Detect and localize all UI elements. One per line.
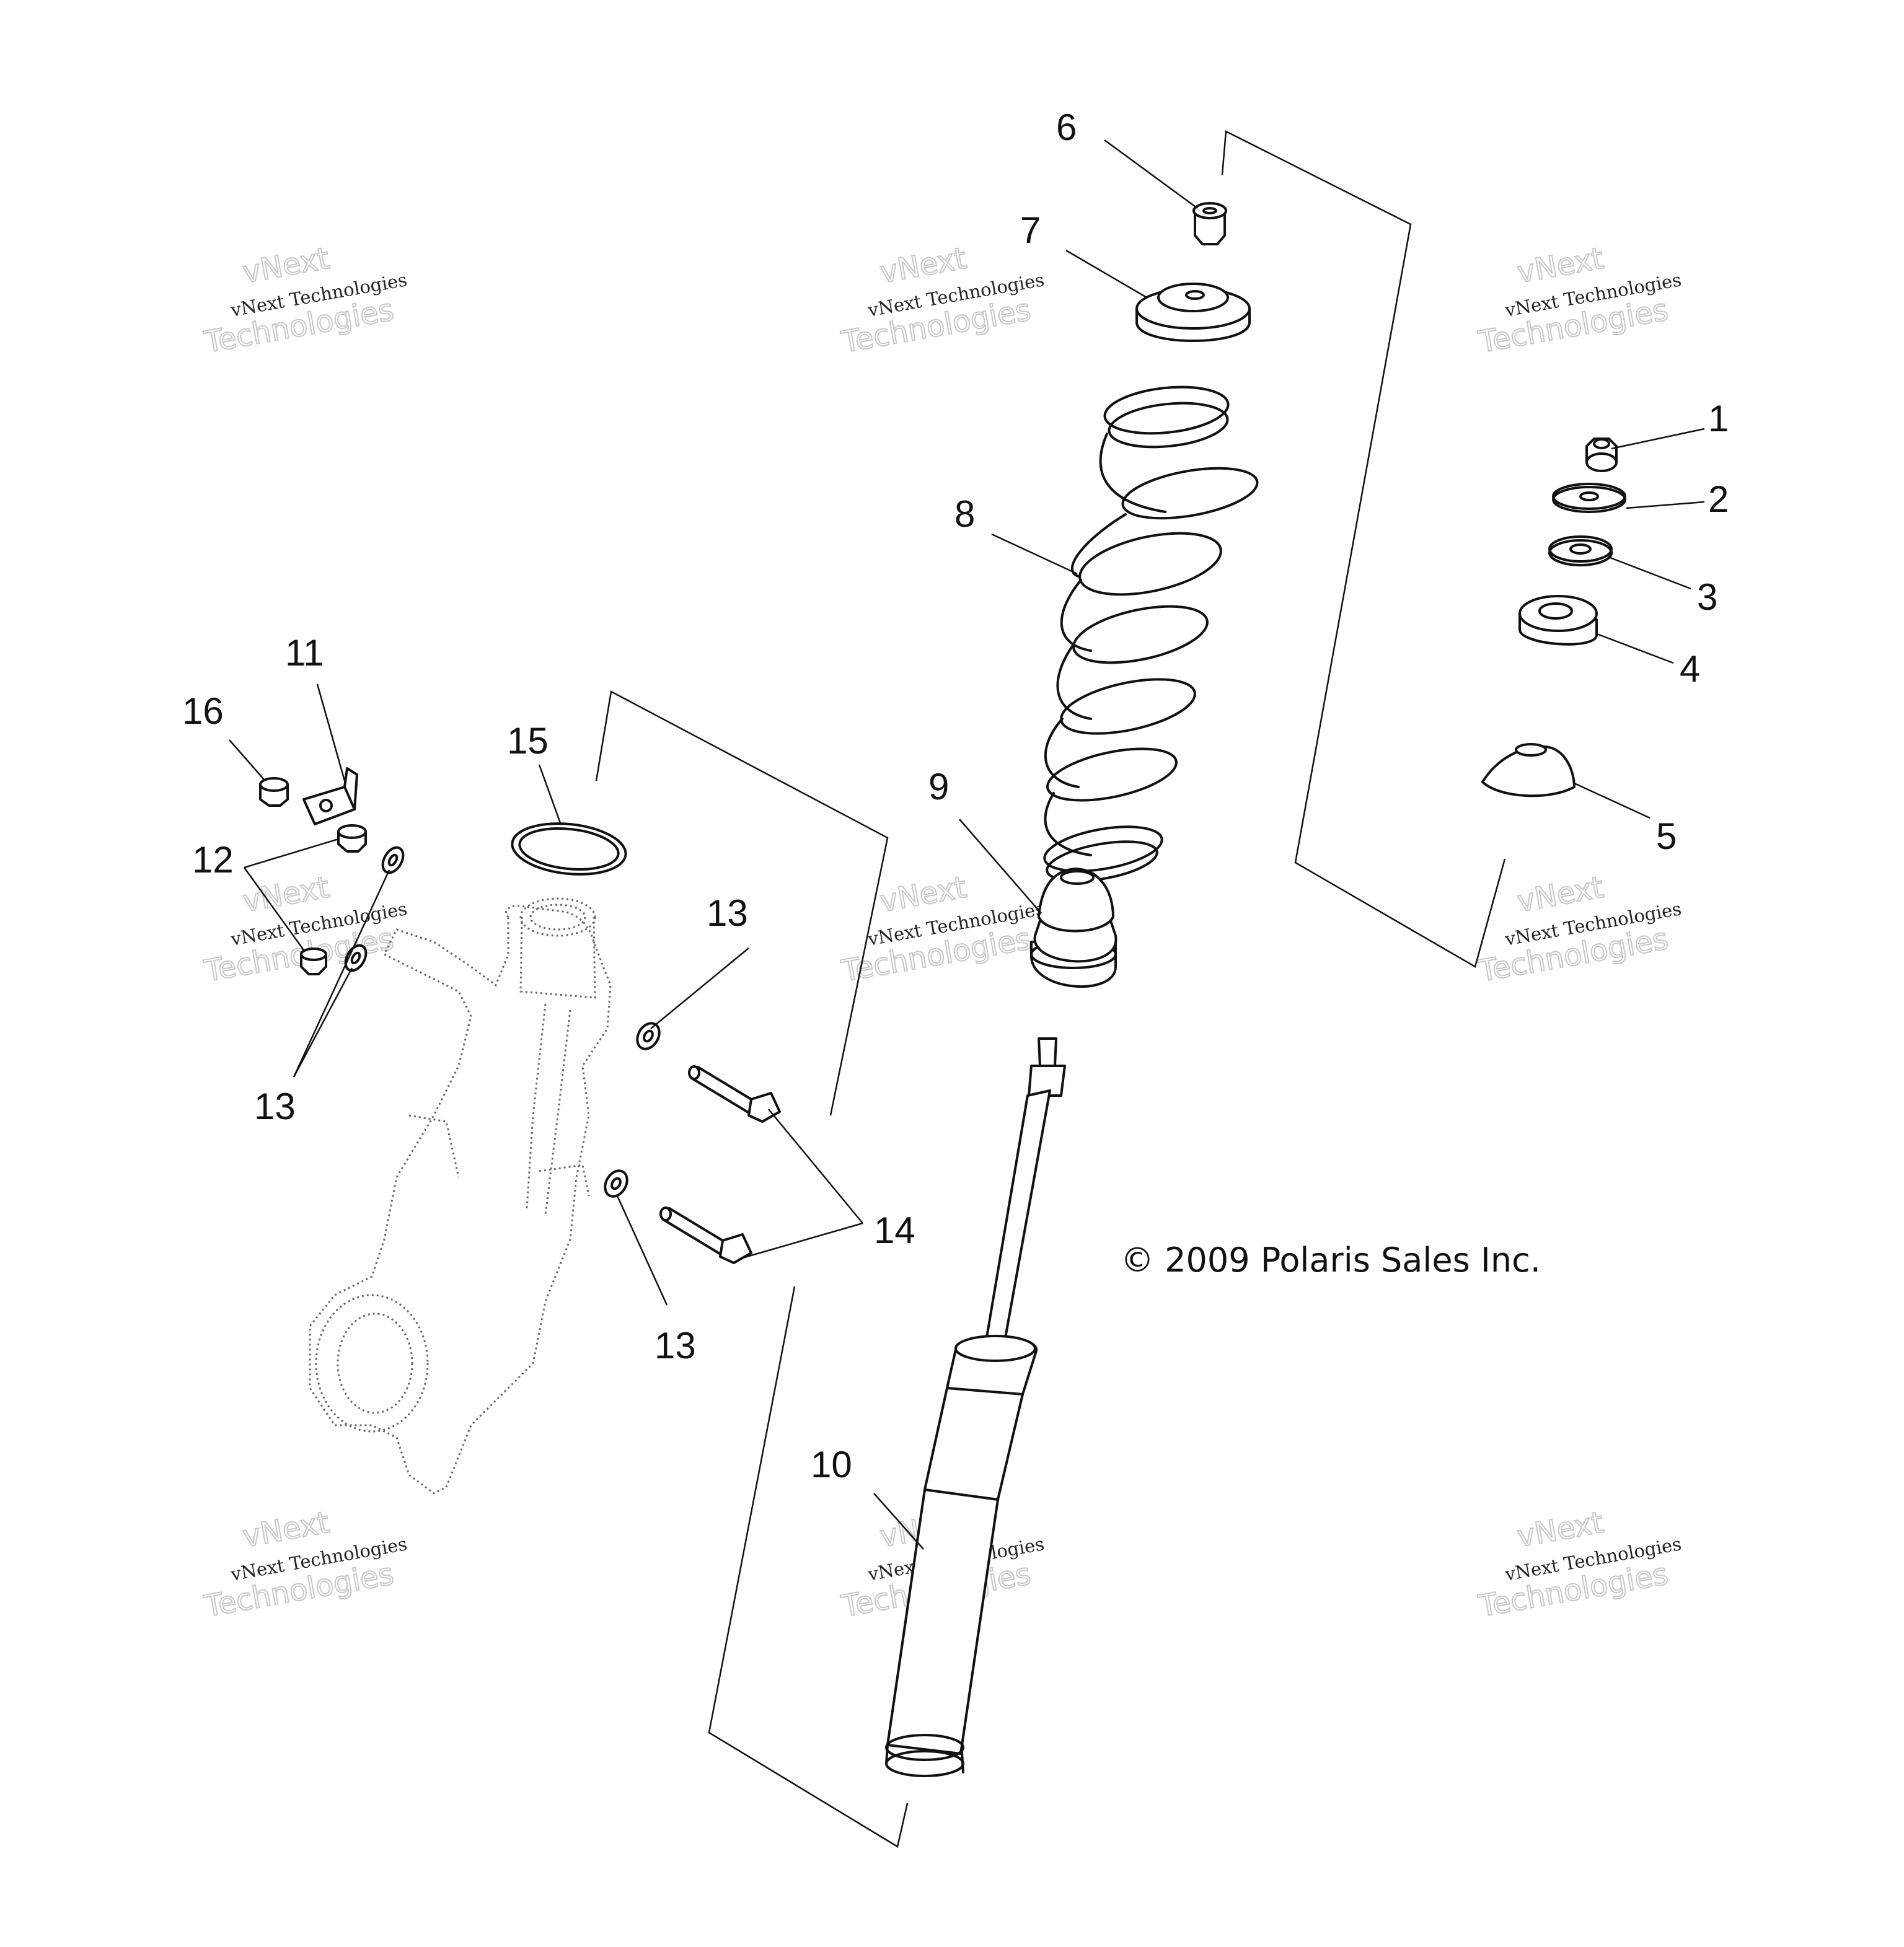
watermark-brand: vNext — [240, 241, 332, 291]
part-13-washer-lower — [604, 1169, 628, 1198]
watermark-brand: vNext — [1515, 241, 1606, 291]
callout-15: 15 — [507, 720, 549, 762]
callout-13-left: 13 — [254, 1086, 296, 1127]
part-9-jounce-bumper — [1029, 868, 1117, 988]
callout-2: 2 — [1708, 478, 1729, 520]
watermark-brand: vNext — [1515, 870, 1606, 920]
part-8-coil-spring — [1043, 385, 1259, 882]
copyright-notice: © 2009 Polaris Sales Inc. — [1121, 1241, 1541, 1280]
part-7-spring-retainer — [1135, 283, 1251, 342]
part-12-nut-upper — [337, 824, 367, 853]
strut-group-bracket — [595, 690, 889, 1116]
watermark-mid-right: vNext vNext Technologies Technologies — [1475, 869, 1683, 990]
part-13-washer-knuckle-lower — [344, 944, 368, 972]
part-10-shock-absorber — [885, 1037, 1066, 1777]
callout-12: 12 — [192, 839, 234, 881]
callout-10: 10 — [811, 1444, 852, 1485]
part-6-nut — [1192, 202, 1227, 245]
watermark-brand: vNext — [878, 241, 969, 291]
part-11-brake-line-clip — [302, 767, 358, 825]
part-13-washer-upper — [636, 1022, 661, 1050]
watermark-brand: vNext — [1515, 1505, 1606, 1555]
part-12-nut-lower — [300, 947, 327, 975]
part-5-cone-bushing — [1481, 743, 1576, 798]
watermark-top-right: vNext vNext Technologies Technologies — [1475, 240, 1683, 361]
watermark-mid-center: vNext vNext Technologies Technologies — [838, 869, 1046, 990]
callout-16: 16 — [182, 690, 224, 732]
callout-14: 14 — [874, 1210, 915, 1251]
callout-13-upper: 13 — [707, 892, 748, 934]
part-13-washer-knuckle-upper — [381, 846, 405, 874]
steering-knuckle — [309, 897, 612, 1495]
part-15-snap-ring — [511, 822, 627, 876]
callout-7: 7 — [1020, 209, 1041, 251]
callout-3: 3 — [1697, 576, 1717, 618]
watermark-brand: vNext — [240, 870, 332, 920]
part-14-bolt-lower — [659, 1206, 752, 1264]
callout-13-lower: 13 — [654, 1325, 696, 1366]
watermark-brand: vNext — [878, 870, 969, 920]
watermark-top-center: vNext vNext Technologies Technologies — [838, 240, 1046, 361]
watermark-brand: vNext — [240, 1505, 332, 1555]
callout-8: 8 — [954, 493, 975, 535]
part-16-nut — [259, 777, 289, 807]
callout-9: 9 — [928, 766, 949, 807]
spring-group-bracket — [1221, 130, 1506, 968]
watermark-bottom-left: vNext vNext Technologies Technologies — [201, 1505, 408, 1625]
callout-5: 5 — [1656, 815, 1677, 857]
part-2-washer — [1552, 483, 1626, 513]
callout-4: 4 — [1680, 648, 1700, 690]
watermark-top-left: vNext vNext Technologies Technologies — [201, 240, 408, 361]
shock-group-bracket — [708, 1286, 909, 1848]
part-14-bolt-upper — [688, 1065, 781, 1123]
part-4-bushing — [1518, 595, 1598, 646]
callout-6: 6 — [1056, 107, 1077, 148]
callout-1: 1 — [1708, 398, 1729, 439]
part-3-washer — [1548, 535, 1613, 566]
callout-11: 11 — [285, 632, 324, 674]
part-1-nut — [1585, 437, 1618, 472]
leader-lines — [229, 139, 1705, 1550]
watermark-bottom-right: vNext vNext Technologies Technologies — [1475, 1505, 1683, 1625]
